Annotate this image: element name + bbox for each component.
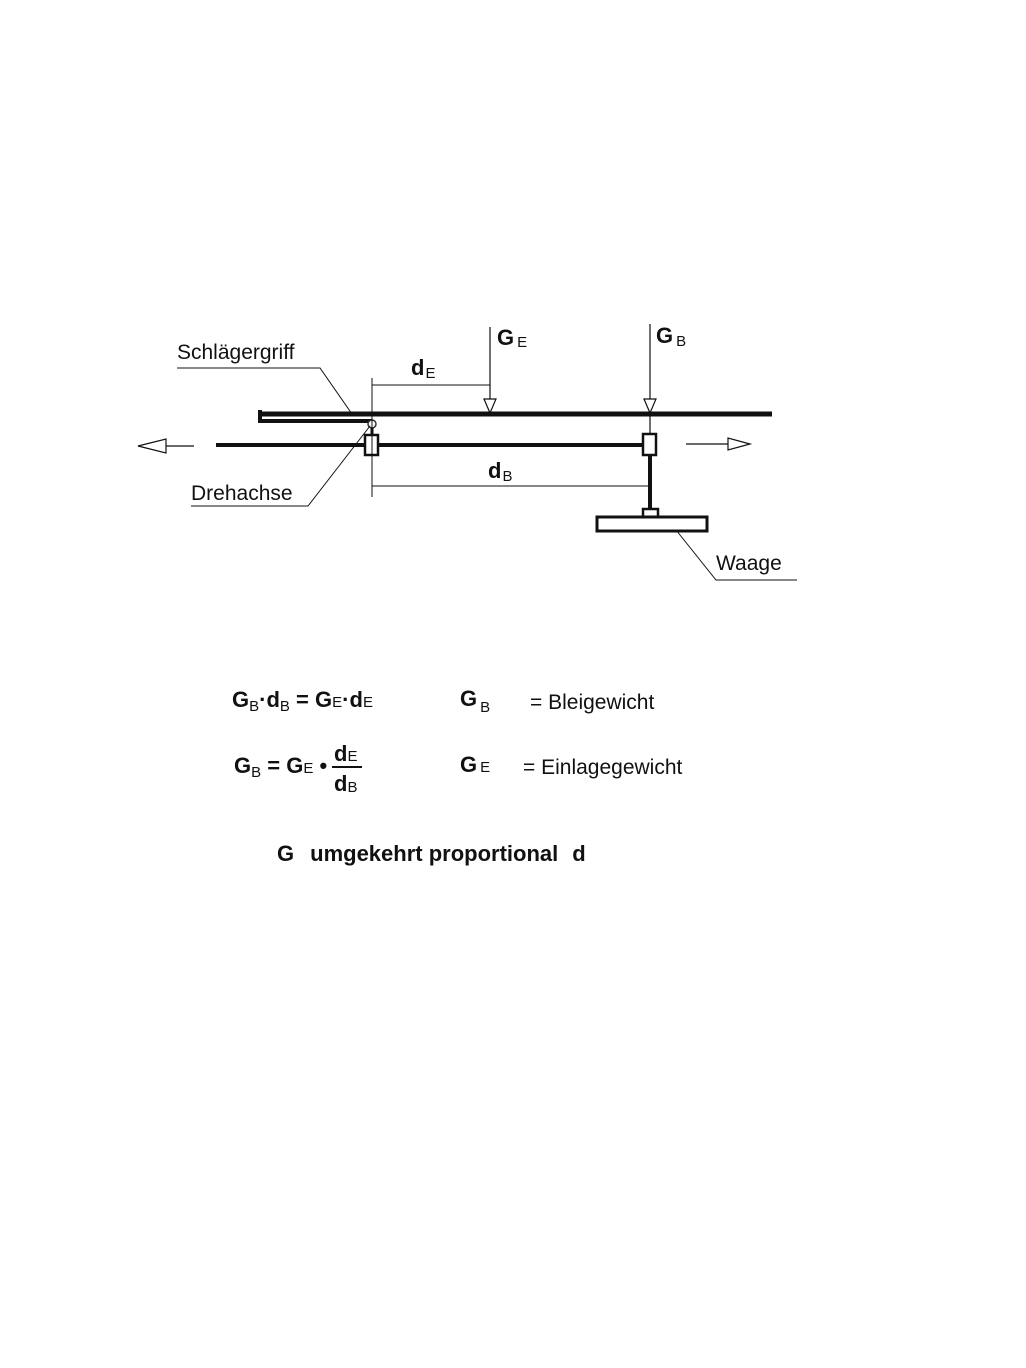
label-db: dB xyxy=(488,458,512,485)
label-de: dE xyxy=(411,355,435,382)
fraction-numerator: dE xyxy=(334,741,357,766)
right-bearing-block xyxy=(641,432,658,457)
formula-lead-weight: GB = GE • xyxy=(234,753,327,781)
racket-handle-hook xyxy=(258,410,372,423)
leader-scale xyxy=(675,529,797,581)
label-pivot: Drehachse xyxy=(191,482,293,505)
legend-text-ge: = Einlagegewicht xyxy=(523,756,683,779)
legend-text-gb: = Bleigewicht xyxy=(530,691,654,714)
leader-handle xyxy=(177,367,353,415)
scale-platform xyxy=(595,515,709,533)
left-arrow-icon xyxy=(137,438,194,454)
formula-moment-balance: GB·dB = GE·dE xyxy=(232,687,373,715)
leader-pivot xyxy=(191,425,371,507)
force-arrow-ge xyxy=(483,327,497,415)
label-handle: Schlägergriff xyxy=(177,341,295,364)
right-arrow-icon xyxy=(686,437,753,451)
force-arrow-gb xyxy=(643,324,657,415)
label-scale: Waage xyxy=(716,552,782,575)
fraction-denominator: dB xyxy=(334,771,357,796)
